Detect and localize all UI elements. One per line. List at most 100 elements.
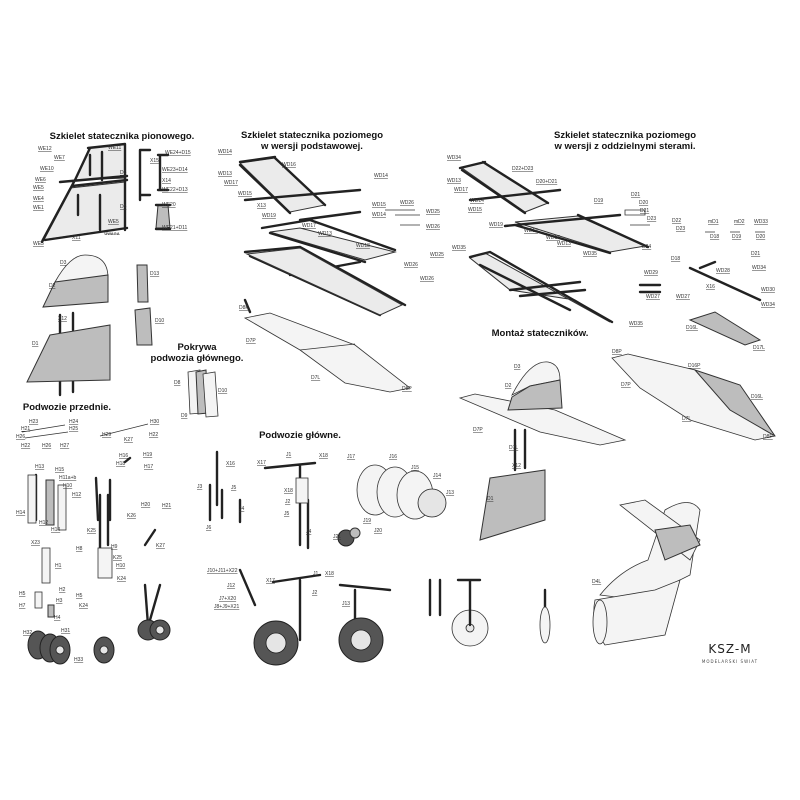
part-label: H16 <box>119 453 128 459</box>
part-label: WD17 <box>454 187 468 193</box>
part-label: WD15 <box>372 202 386 208</box>
part-label: WD13 <box>557 241 571 247</box>
part-label: H21 <box>162 503 171 509</box>
part-label: D8P <box>763 434 773 440</box>
part-label: J13 <box>342 601 350 607</box>
main-gear <box>208 450 551 666</box>
part-label: X15 <box>150 158 159 164</box>
part-label: H14 <box>51 527 60 533</box>
part-label: J13 <box>446 490 454 496</box>
part-label: WD26 <box>400 200 414 206</box>
part-label: H9 <box>111 544 118 550</box>
part-label: D2 <box>505 383 512 389</box>
part-label: D8P <box>402 386 412 392</box>
part-label: D7P <box>473 427 483 433</box>
part-label: WD34 <box>447 155 461 161</box>
part-label: H33 <box>74 657 83 663</box>
part-label: H8 <box>76 546 83 552</box>
part-label: H2 <box>59 587 66 593</box>
part-label: K25 <box>113 555 122 561</box>
part-label: D8 <box>174 380 181 386</box>
part-label: J12 <box>227 583 235 589</box>
part-label: WD13 <box>218 171 232 177</box>
part-label: X14 <box>162 178 171 184</box>
part-label: X16 <box>706 284 715 290</box>
part-label: J6 <box>206 525 212 531</box>
horizontal-stabilizer-basic <box>238 155 420 317</box>
part-label: H12 <box>72 492 81 498</box>
part-label: D24 <box>642 244 651 250</box>
part-label: D20 <box>639 200 648 206</box>
part-label: D9 <box>181 413 188 419</box>
part-label: X12 <box>512 463 521 469</box>
part-label: WD19 <box>262 213 276 219</box>
logo-subtitle: MODELARSKI ŚWIAT <box>702 659 758 664</box>
part-label: H7 <box>19 603 26 609</box>
part-label: H1 <box>55 563 62 569</box>
part-label: H24 <box>69 419 78 425</box>
part-label: WD17 <box>546 235 560 241</box>
part-label: D7L <box>509 445 518 451</box>
part-label: D18 <box>710 234 719 240</box>
part-label: D22 <box>672 218 681 224</box>
part-label: D21 <box>631 192 640 198</box>
part-label: WE22+D13 <box>162 187 188 193</box>
nose-gear <box>21 423 171 665</box>
part-label: WD13 <box>318 231 332 237</box>
part-label: D8P <box>612 349 622 355</box>
part-label: D21 <box>751 251 760 257</box>
part-label: D23 <box>676 226 685 232</box>
part-label: J4 <box>306 529 312 535</box>
part-label: H5 <box>76 593 83 599</box>
part-label: H11a+b <box>59 475 77 481</box>
part-label: X17 <box>266 578 275 584</box>
part-label: J3 <box>197 484 203 490</box>
heading-assembly: Montaż stateczników. <box>492 328 589 339</box>
part-label: H30 <box>150 419 159 425</box>
part-label: H26 <box>42 443 51 449</box>
part-label: WD14 <box>372 212 386 218</box>
heading-nose-gear: Podwozie przednie. <box>23 402 111 413</box>
part-label: WE3 <box>33 241 44 247</box>
logo-mark: KSZ-M <box>708 642 751 656</box>
part-label: WD25 <box>430 252 444 258</box>
heading-horizontal-basic-line1: Szkielet statecznika poziomego <box>241 130 383 141</box>
part-label: D7P <box>246 338 256 344</box>
part-label: D7P <box>621 382 631 388</box>
part-label: J8+J9+X21 <box>214 604 240 610</box>
part-label: D1 <box>487 496 494 502</box>
part-label: WD17 <box>224 180 238 186</box>
part-label: D2 <box>49 283 56 289</box>
part-label: X12 <box>58 316 67 322</box>
part-label: D3 <box>514 364 521 370</box>
part-label: WD35 <box>452 245 466 251</box>
part-label: WE4 <box>33 196 44 202</box>
part-label: D5 <box>120 204 127 210</box>
part-label: X18 <box>325 571 334 577</box>
part-label: H25 <box>69 426 78 432</box>
horizontal-stabilizer-skin <box>243 312 411 393</box>
part-label: D16L <box>751 394 763 400</box>
part-label: D21 <box>640 208 649 214</box>
part-label: H32 <box>23 630 32 636</box>
part-label: WD27 <box>676 294 690 300</box>
heading-main-gear: Podwozie główne. <box>259 430 341 441</box>
part-label: H13 <box>35 464 44 470</box>
part-label: K27 <box>124 437 133 443</box>
part-label: WD26 <box>426 224 440 230</box>
part-label: H19 <box>143 452 152 458</box>
part-label: D10 <box>218 388 227 394</box>
main-gear-cover <box>187 369 219 418</box>
part-label: WE11 <box>108 145 121 151</box>
part-label: D20+D21 <box>536 179 557 185</box>
part-label: H5 <box>19 591 26 597</box>
part-label: X13 <box>257 203 266 209</box>
logo: KSZ-M MODELARSKI ŚWIAT <box>702 642 758 664</box>
part-label: D17L <box>753 345 765 351</box>
heading-gear-cover-line2: podwozia głównego. <box>151 353 244 364</box>
part-label: WD30 <box>761 287 775 293</box>
part-label: H15 <box>55 467 64 473</box>
part-label: D3 <box>60 260 67 266</box>
part-label: H21 <box>21 426 30 432</box>
part-label: WD25 <box>426 209 440 215</box>
